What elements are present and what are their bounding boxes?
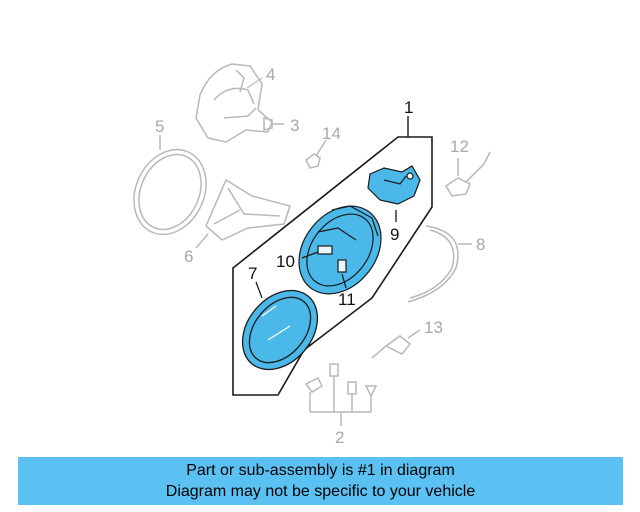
callout-10: 10 (276, 252, 295, 271)
part-6-bracket (195, 178, 291, 249)
callout-11: 11 (338, 290, 356, 309)
leader-4 (246, 77, 263, 89)
assembly-1-outline (232, 136, 433, 396)
callout-8: 8 (476, 235, 485, 254)
part-9-cap (367, 165, 421, 205)
part-4-bracket (195, 63, 273, 143)
banner-line-1: Part or sub-assembly is #1 in diagram (186, 462, 455, 479)
part-8-seal (407, 225, 472, 303)
headlamp-housing (298, 205, 382, 295)
part-3-screw (263, 117, 284, 131)
part-14-clip (305, 139, 327, 169)
leader-10 (301, 251, 319, 259)
callout-3: 3 (290, 116, 299, 135)
part-13-wiring (371, 329, 421, 359)
part-12-connector (444, 151, 491, 197)
callout-2: 2 (335, 428, 344, 447)
part-11-bulb (337, 259, 347, 273)
callout-14: 14 (322, 124, 341, 143)
callout-7: 7 (248, 264, 257, 283)
leader-11 (341, 273, 347, 289)
banner-line-2: Diagram may not be specific to your vehi… (165, 483, 476, 500)
callout-4: 4 (266, 65, 275, 84)
leader-7 (255, 281, 263, 299)
callout-13: 13 (424, 318, 443, 337)
callout-5: 5 (155, 117, 164, 136)
callout-12: 12 (450, 137, 469, 156)
part-7-lens (241, 289, 319, 371)
part-2-fasteners (304, 363, 378, 426)
info-banner: Part or sub-assembly is #1 in diagram Di… (18, 457, 623, 505)
callout-6: 6 (184, 247, 193, 266)
part-5-ring (133, 135, 207, 236)
part-10-bulb (317, 245, 333, 255)
parts-diagram: 4 3 14 5 6 12 8 (133, 63, 491, 447)
callout-1: 1 (404, 98, 413, 117)
callout-9: 9 (390, 225, 399, 244)
